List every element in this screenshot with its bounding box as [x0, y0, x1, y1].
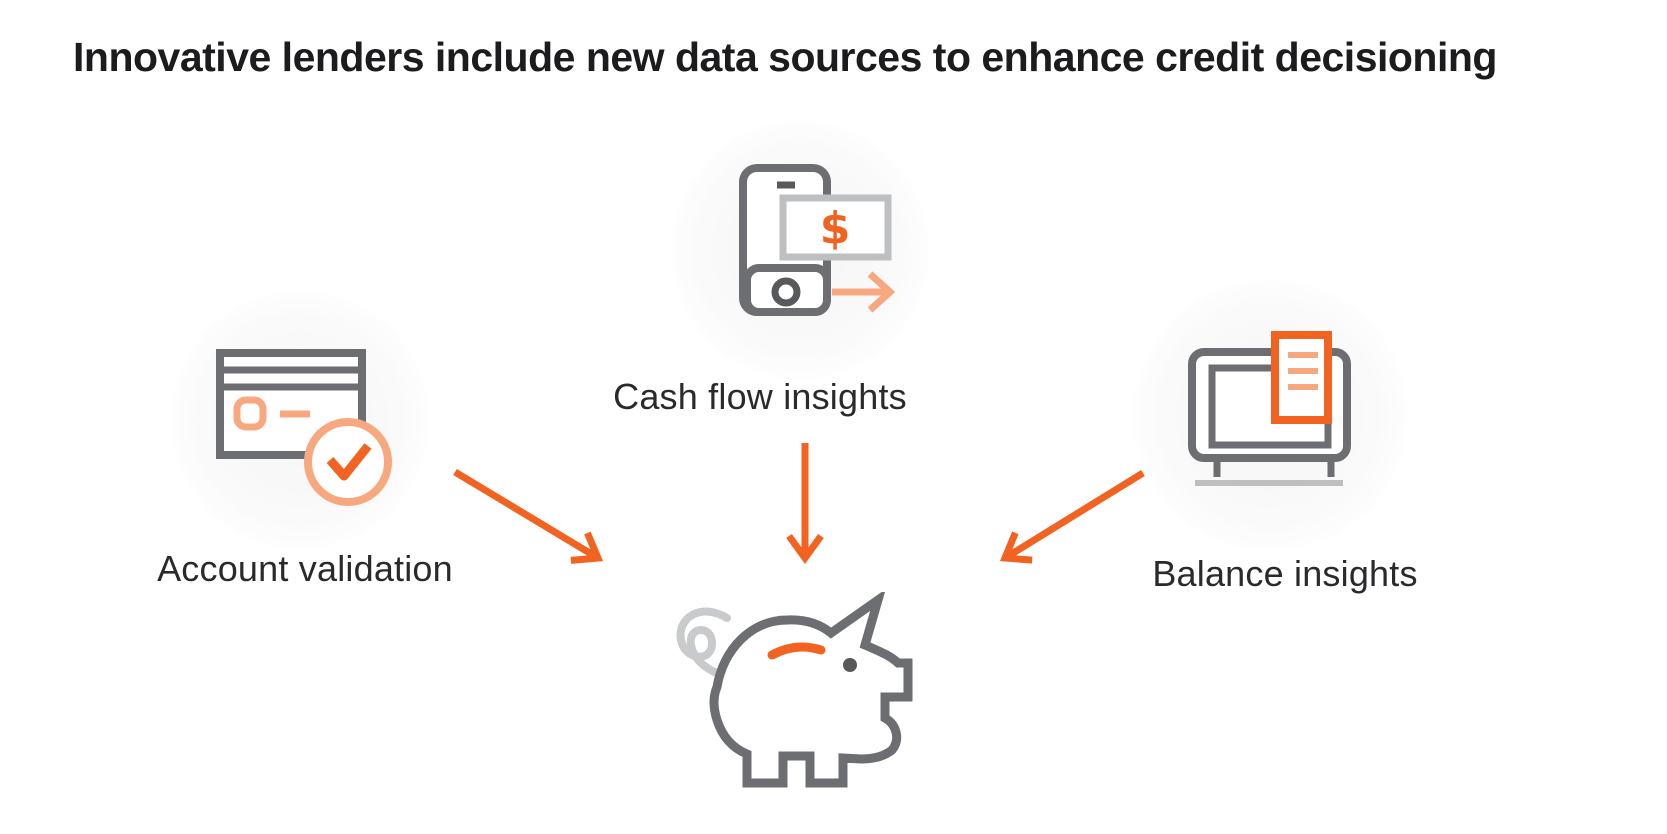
label-cash-flow-insights: Cash flow insights: [613, 376, 907, 417]
coin-slot: [767, 642, 826, 660]
page-title: Innovative lenders include new data sour…: [73, 34, 1497, 80]
pig-eye: [843, 658, 857, 672]
credit-card-check-icon: [214, 343, 394, 516]
pig-body: [709, 588, 913, 788]
piggy-bank-icon: [665, 588, 917, 799]
phone-money-transfer-icon: $: [738, 163, 903, 323]
label-balance-insights: Balance insights: [1152, 553, 1418, 594]
arrow-balance-to-pig: [999, 470, 1145, 564]
dollar-sign: $: [820, 203, 851, 254]
monitor-receipt-icon: [1186, 328, 1354, 495]
arrow-account-to-pig: [453, 469, 604, 564]
pig-tail: [676, 607, 731, 679]
label-account-validation: Account validation: [157, 548, 453, 589]
